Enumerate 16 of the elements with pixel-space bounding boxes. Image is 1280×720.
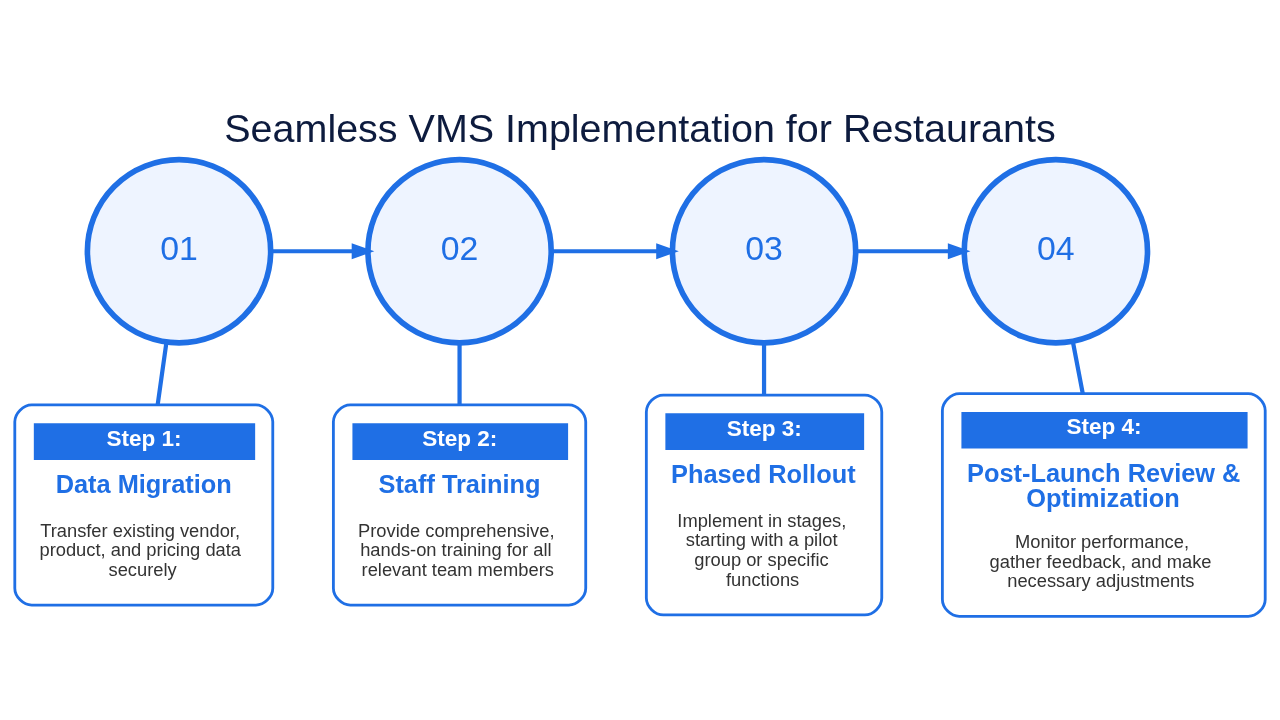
arrow <box>551 242 679 259</box>
connector <box>761 342 767 395</box>
node-circle: 02 <box>365 156 554 346</box>
node-box: Step 1: Data Migration Transfer existing vendor, product, and pricing data securely <box>13 403 275 606</box>
node-circle: 01 <box>84 156 274 346</box>
diagram-title: Seamless VMS Implementation for Restaurants <box>224 105 1056 150</box>
node-box: Step 3: Phased Rollout Implement in stages, starting with a pilot group or specific functions <box>644 393 884 616</box>
arrow <box>855 242 971 259</box>
connector <box>1070 340 1085 394</box>
node-box: Step 2: Staff Training Provide comprehensive, hands-on training for all relevant team members <box>331 403 588 606</box>
arrow <box>271 242 375 259</box>
node-circle: 04 <box>961 156 1151 346</box>
node-circle: 03 <box>669 156 859 346</box>
node-box: Step 4: Post-Launch Review & Optimization Monitor performance, gather feedback, and make necessary adjustments <box>940 391 1267 618</box>
connector <box>155 341 169 405</box>
connector <box>457 342 462 405</box>
